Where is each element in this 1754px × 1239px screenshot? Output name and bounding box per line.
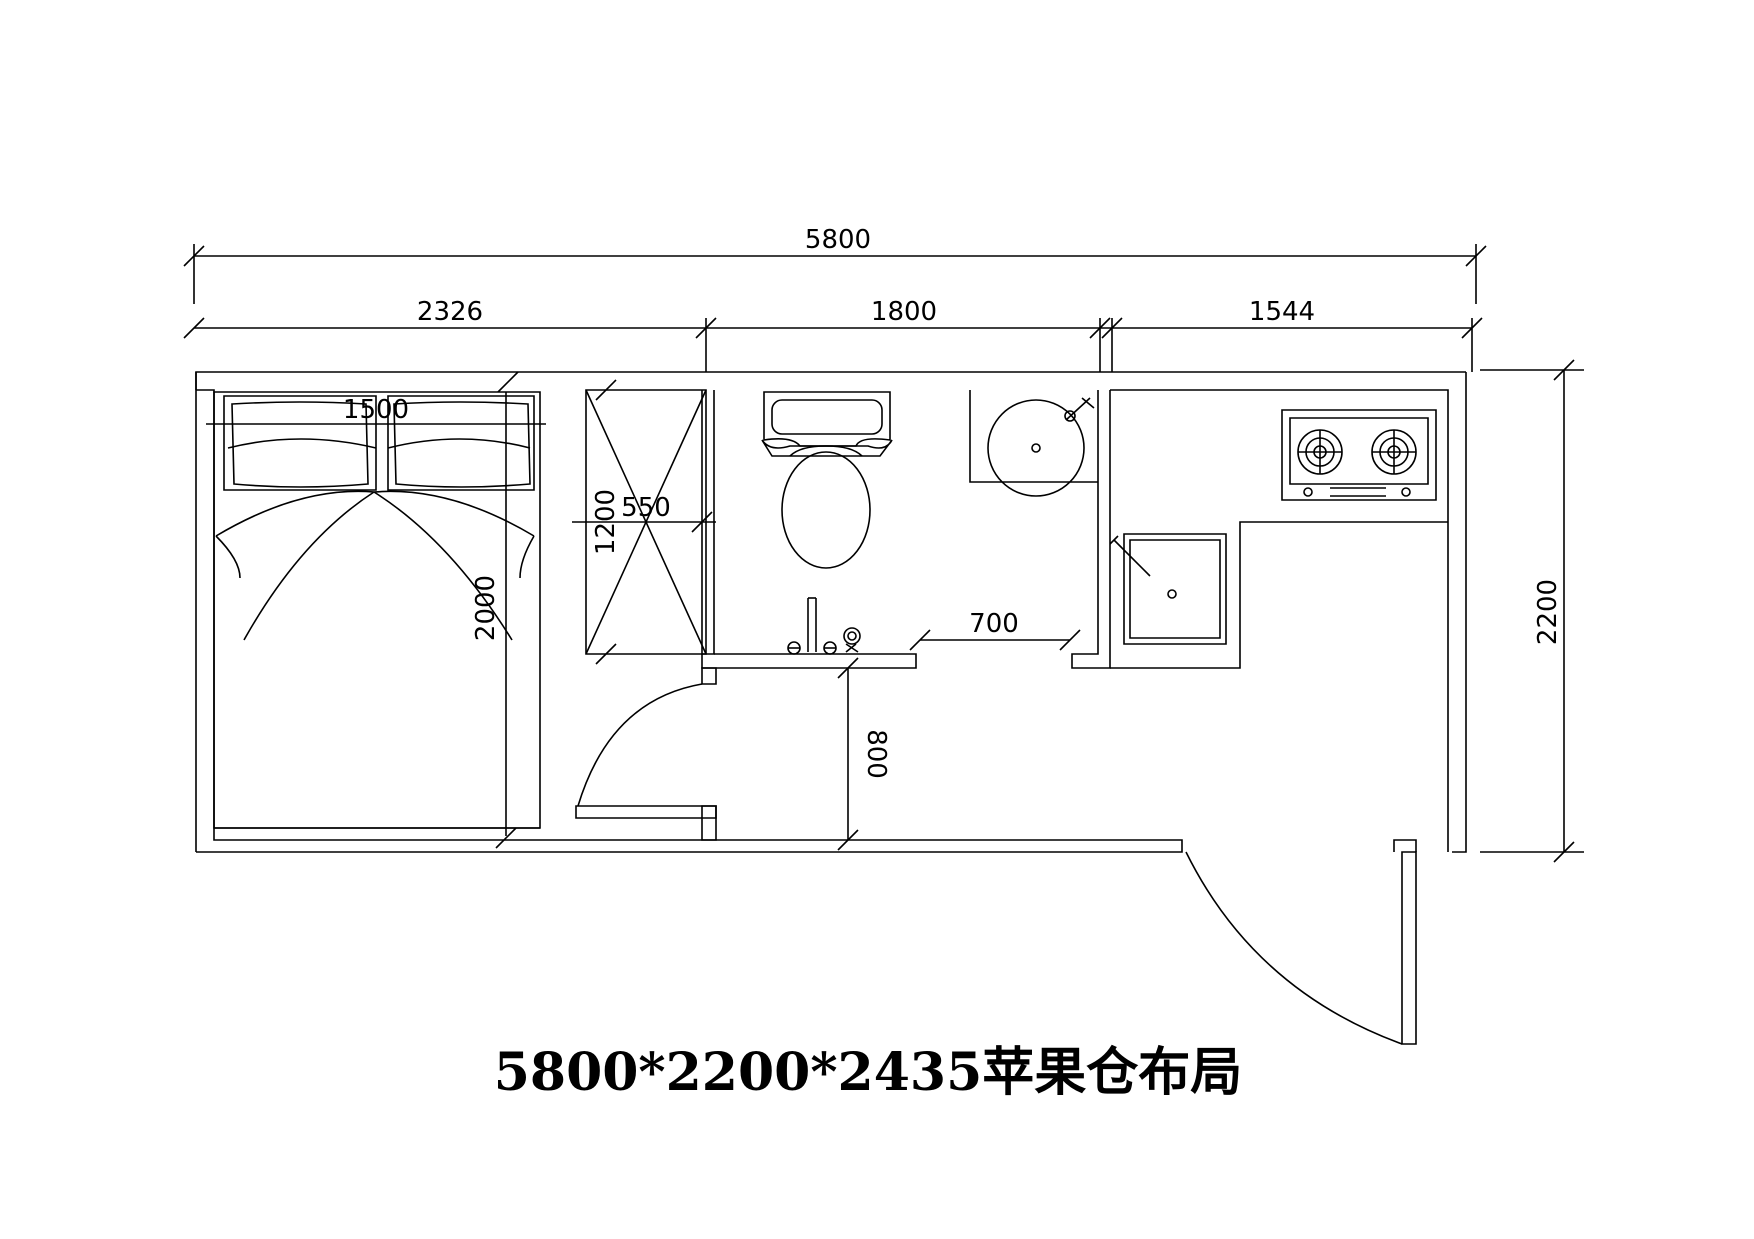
outer-walls xyxy=(196,372,1466,852)
bed xyxy=(206,372,546,848)
toilet xyxy=(762,392,892,568)
bathroom-door xyxy=(578,630,1080,850)
dim-bathroom-length-label: 1800 xyxy=(871,297,937,327)
kitchen-cabinet xyxy=(1110,522,1448,668)
dim-total-width-label: 2200 xyxy=(1533,579,1563,645)
dimension-total-length xyxy=(184,244,1486,304)
plan-title: 5800*2200*2435苹果仓布局 xyxy=(494,1042,1243,1103)
dim-bath-door-label: 700 xyxy=(969,609,1019,639)
entry-door xyxy=(1186,852,1416,1044)
dim-entry-door-label: 800 xyxy=(861,729,891,779)
shower-tray xyxy=(572,380,716,664)
dim-bed-width-label: 1500 xyxy=(343,395,409,425)
dimension-total-width xyxy=(1480,360,1584,862)
dim-total-length-label: 5800 xyxy=(805,225,871,255)
washbasin xyxy=(970,390,1098,496)
dim-bed-length-label: 2000 xyxy=(471,575,501,641)
dim-kitchen-length-label: 1544 xyxy=(1249,297,1315,327)
bath-fittings xyxy=(788,598,860,654)
gas-stove xyxy=(1282,410,1436,500)
dimension-segments xyxy=(184,318,1482,372)
interior-walls xyxy=(576,390,1110,840)
dim-bedroom-length-label: 2326 xyxy=(417,297,483,327)
dim-shower-length-label: 1200 xyxy=(591,489,621,555)
dim-shower-depth-label: 550 xyxy=(621,493,671,523)
